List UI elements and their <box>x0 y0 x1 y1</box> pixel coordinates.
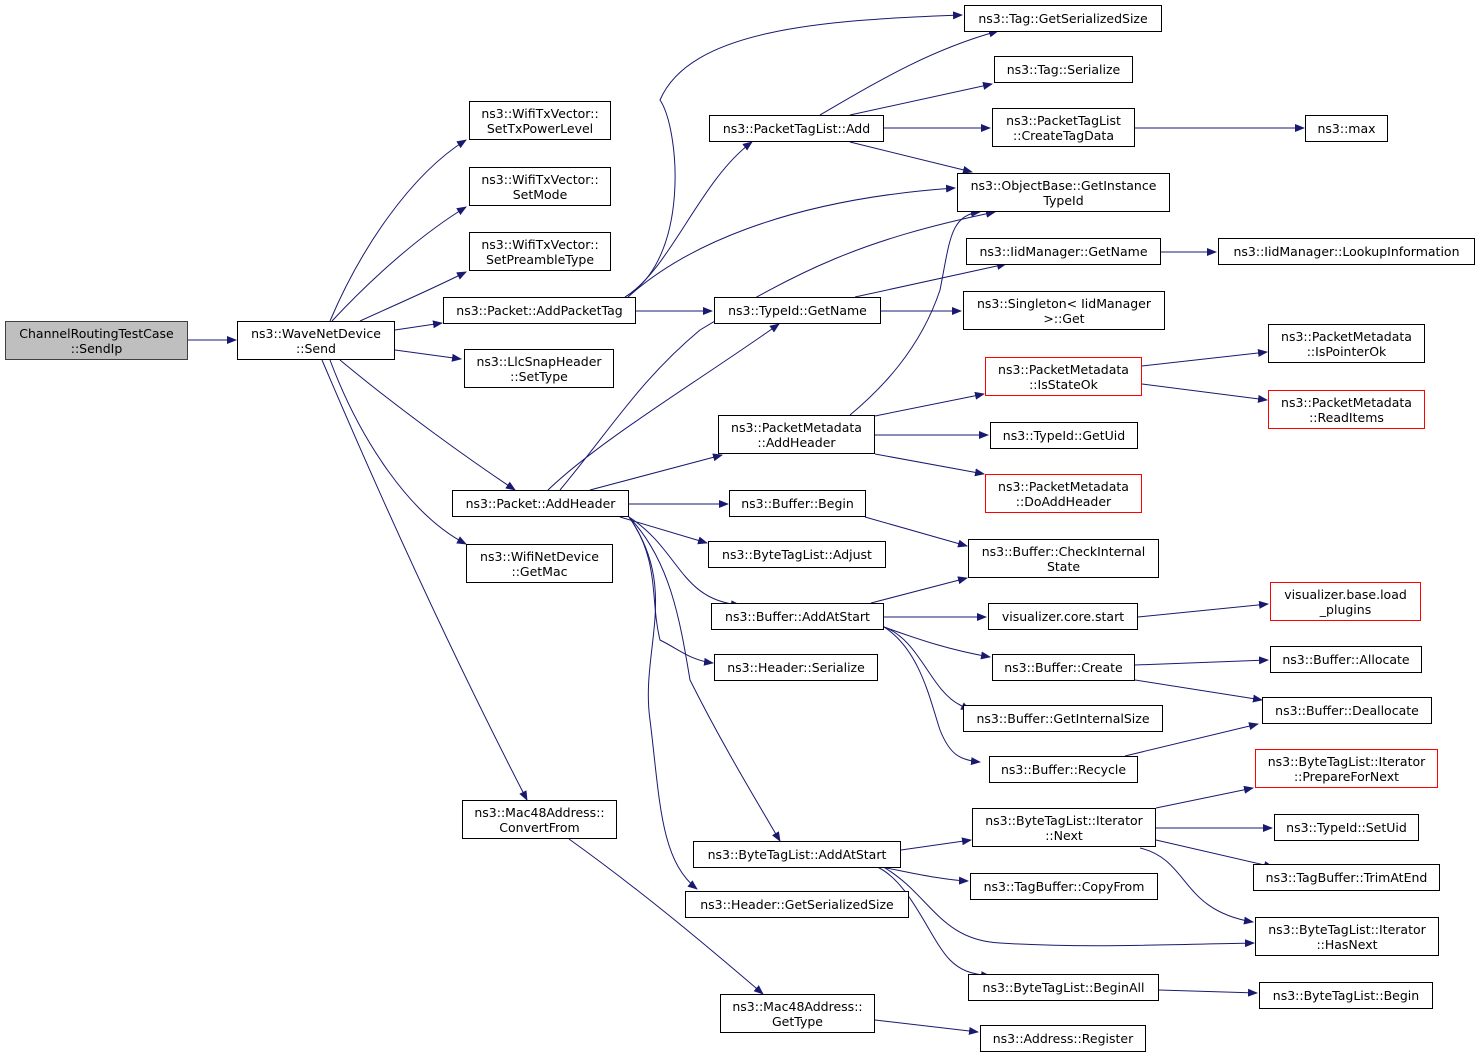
edge-48 <box>1137 600 1269 618</box>
node-visualizer-base-load-plugins[interactable]: visualizer.base.load_plugins <box>1270 582 1421 621</box>
node-wifitxvector-setpreambletype[interactable]: ns3::WifiTxVector::SetPreambleType <box>469 232 611 271</box>
node-tagbuffer-copyfrom[interactable]: ns3::TagBuffer::CopyFrom <box>970 873 1158 900</box>
edge-54 <box>1155 839 1274 869</box>
node-address-register[interactable]: ns3::Address::Register <box>980 1025 1146 1052</box>
edge-5 <box>394 349 462 362</box>
edge-50 <box>1134 679 1263 703</box>
edge-49 <box>1134 656 1269 666</box>
edge-41 <box>884 867 1255 948</box>
edge-18 <box>628 516 741 609</box>
node-packet-addheader[interactable]: ns3::Packet::AddHeader <box>452 490 629 517</box>
node-wifinetdevice-getmac[interactable]: ns3::WifiNetDevice::GetMac <box>466 544 613 583</box>
edge-37 <box>883 626 971 711</box>
edge-23 <box>819 29 999 116</box>
node-channelroutingtestcase-sendip: ChannelRoutingTestCase::SendIp <box>5 321 188 360</box>
node-buffer-allocate[interactable]: ns3::Buffer::Allocate <box>1270 646 1422 673</box>
edge-24 <box>849 82 993 116</box>
edge-40 <box>874 865 969 885</box>
edge-21 <box>628 516 698 890</box>
node-iidmanager-lookupinformation[interactable]: ns3::IidManager::LookupInformation <box>1218 238 1475 265</box>
node-tag-getserializedsize[interactable]: ns3::Tag::GetSerializedSize <box>964 5 1162 32</box>
node-wavenetdevice-send[interactable]: ns3::WaveNetDevice::Send <box>237 321 395 360</box>
edge-43 <box>874 1019 979 1035</box>
edge-27 <box>854 262 1007 298</box>
node-packettaglist-createtagdata[interactable]: ns3::PacketTagList::CreateTagData <box>992 108 1135 147</box>
node-tagbuffer-trimatend[interactable]: ns3::TagBuffer::TrimAtEnd <box>1253 864 1440 891</box>
edge-36 <box>883 626 991 660</box>
edge-34 <box>870 576 968 604</box>
edge-19 <box>628 516 714 666</box>
node-packetmetadata-isstateok[interactable]: ns3::PacketMetadata::IsStateOk <box>985 357 1142 396</box>
edge-1 <box>329 139 467 322</box>
edge-14 <box>559 209 996 491</box>
node-mac48address-gettype[interactable]: ns3::Mac48Address::GetType <box>720 994 875 1033</box>
edge-32 <box>874 453 985 477</box>
edge-12 <box>627 184 956 298</box>
edge-4 <box>394 320 443 331</box>
edge-29 <box>849 208 981 416</box>
node-bytetaglist-iterator-next[interactable]: ns3::ByteTagList::Iterator::Next <box>972 808 1156 847</box>
edge-52 <box>1155 785 1254 809</box>
node-packetmetadata-doaddheader[interactable]: ns3::PacketMetadata::DoAddHeader <box>985 474 1142 513</box>
edge-51 <box>1124 722 1259 757</box>
edge-3 <box>359 271 467 322</box>
node-visualizer-core-start[interactable]: visualizer.core.start <box>988 603 1138 630</box>
edge-13 <box>547 323 780 491</box>
edge-9 <box>624 141 753 298</box>
edge-55 <box>1139 847 1254 925</box>
node-buffer-addatstart[interactable]: ns3::Buffer::AddAtStart <box>711 603 884 630</box>
node-tag-serialize[interactable]: ns3::Tag::Serialize <box>994 56 1133 83</box>
edge-47 <box>1141 383 1268 403</box>
node-max[interactable]: ns3::max <box>1305 115 1388 142</box>
node-buffer-create[interactable]: ns3::Buffer::Create <box>992 654 1135 681</box>
node-wifitxvector-setmode[interactable]: ns3::WifiTxVector::SetMode <box>469 167 611 206</box>
edges <box>188 11 1305 1035</box>
node-buffer-begin[interactable]: ns3::Buffer::Begin <box>729 490 866 517</box>
node-typeid-getuid[interactable]: ns3::TypeId::GetUid <box>990 422 1138 449</box>
edge-6 <box>339 359 516 491</box>
edge-33 <box>864 516 968 548</box>
node-packetmetadata-addheader[interactable]: ns3::PacketMetadata::AddHeader <box>718 415 875 454</box>
node-bytetaglist-begin[interactable]: ns3::ByteTagList::Begin <box>1259 982 1433 1009</box>
edge-15 <box>589 453 723 491</box>
node-typeid-setuid[interactable]: ns3::TypeId::SetUid <box>1274 814 1419 841</box>
node-buffer-getinternalsize[interactable]: ns3::Buffer::GetInternalSize <box>963 705 1163 732</box>
edge-22 <box>568 838 764 995</box>
node-header-getserializedsize[interactable]: ns3::Header::GetSerializedSize <box>685 891 909 918</box>
node-buffer-deallocate[interactable]: ns3::Buffer::Deallocate <box>1262 697 1432 724</box>
edge-30 <box>874 391 985 417</box>
node-bytetaglist-adjust[interactable]: ns3::ByteTagList::Adjust <box>708 541 886 568</box>
edge-20 <box>628 516 781 842</box>
node-buffer-recycle[interactable]: ns3::Buffer::Recycle <box>989 756 1138 783</box>
edge-46 <box>1141 349 1268 367</box>
edge-10 <box>624 11 963 298</box>
edge-42 <box>874 865 991 980</box>
node-iidmanager-getname[interactable]: ns3::IidManager::GetName <box>966 238 1161 265</box>
node-bytetaglist-beginall[interactable]: ns3::ByteTagList::BeginAll <box>968 974 1159 1001</box>
edge-8 <box>321 359 528 801</box>
node-typeid-getname[interactable]: ns3::TypeId::GetName <box>714 297 881 324</box>
node-bytetaglist-iterator-preparefornext[interactable]: ns3::ByteTagList::Iterator::PrepareForNe… <box>1255 749 1438 788</box>
node-llcsnapheader-settype[interactable]: ns3::LlcSnapHeader::SetType <box>464 349 614 388</box>
node-packet-addpackettag[interactable]: ns3::Packet::AddPacketTag <box>443 297 636 324</box>
node-packettaglist-add[interactable]: ns3::PacketTagList::Add <box>709 115 884 142</box>
edge-38 <box>883 626 981 766</box>
edge-2 <box>331 206 467 322</box>
edge-26 <box>849 141 973 174</box>
node-packetmetadata-readitems[interactable]: ns3::PacketMetadata::ReadItems <box>1268 390 1425 429</box>
node-bytetaglist-iterator-hasnext[interactable]: ns3::ByteTagList::Iterator::HasNext <box>1255 917 1439 956</box>
node-mac48address-convertfrom[interactable]: ns3::Mac48Address::ConvertFrom <box>462 800 617 839</box>
node-bytetaglist-addatstart[interactable]: ns3::ByteTagList::AddAtStart <box>693 841 901 868</box>
node-packetmetadata-ispointerok[interactable]: ns3::PacketMetadata::IsPointerOk <box>1268 324 1425 363</box>
node-singleton-iidmanager-get[interactable]: ns3::Singleton< IidManager>::Get <box>963 291 1165 330</box>
node-header-serialize[interactable]: ns3::Header::Serialize <box>714 654 878 681</box>
edge-56 <box>1158 988 1258 997</box>
node-wifitxvector-settxpowerlevel[interactable]: ns3::WifiTxVector::SetTxPowerLevel <box>469 101 611 140</box>
edge-7 <box>329 359 467 545</box>
edge-39 <box>900 837 972 851</box>
